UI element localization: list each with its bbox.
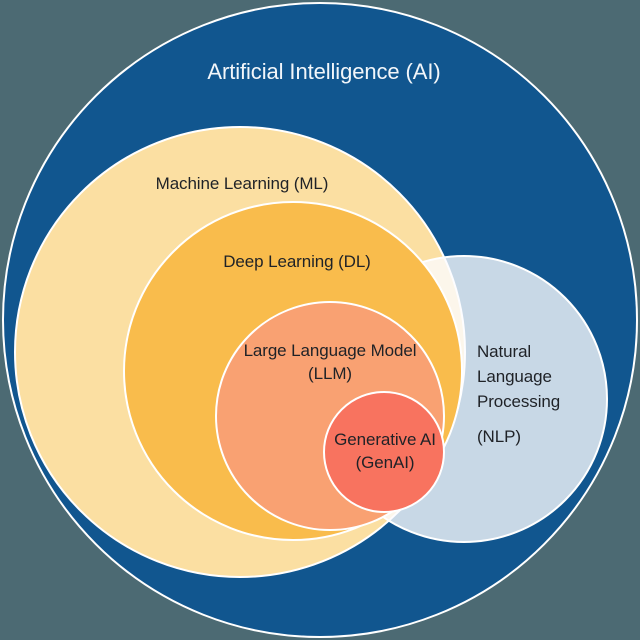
llm-label: Large Language Model (LLM)	[244, 339, 417, 385]
genai-circle	[323, 391, 445, 513]
llm-label-line1: Large Language Model	[243, 341, 417, 360]
nlp-label: Natural Language Processing	[477, 339, 560, 414]
nlp-label-line3: Processing	[477, 392, 561, 411]
genai-label-line1: Generative AI	[334, 430, 436, 449]
nlp-abbr-label: (NLP)	[477, 427, 521, 446]
genai-label-line2: (GenAI)	[355, 453, 415, 472]
dl-label: Deep Learning (DL)	[223, 252, 371, 271]
ml-label: Machine Learning (ML)	[155, 174, 329, 193]
nlp-label-line1: Natural	[477, 342, 532, 361]
nlp-label-line2: Language	[477, 367, 552, 386]
ai-label: Artificial Intelligence (AI)	[207, 59, 441, 84]
llm-label-line2: (LLM)	[308, 364, 352, 383]
genai-label: Generative AI (GenAI)	[334, 428, 436, 474]
